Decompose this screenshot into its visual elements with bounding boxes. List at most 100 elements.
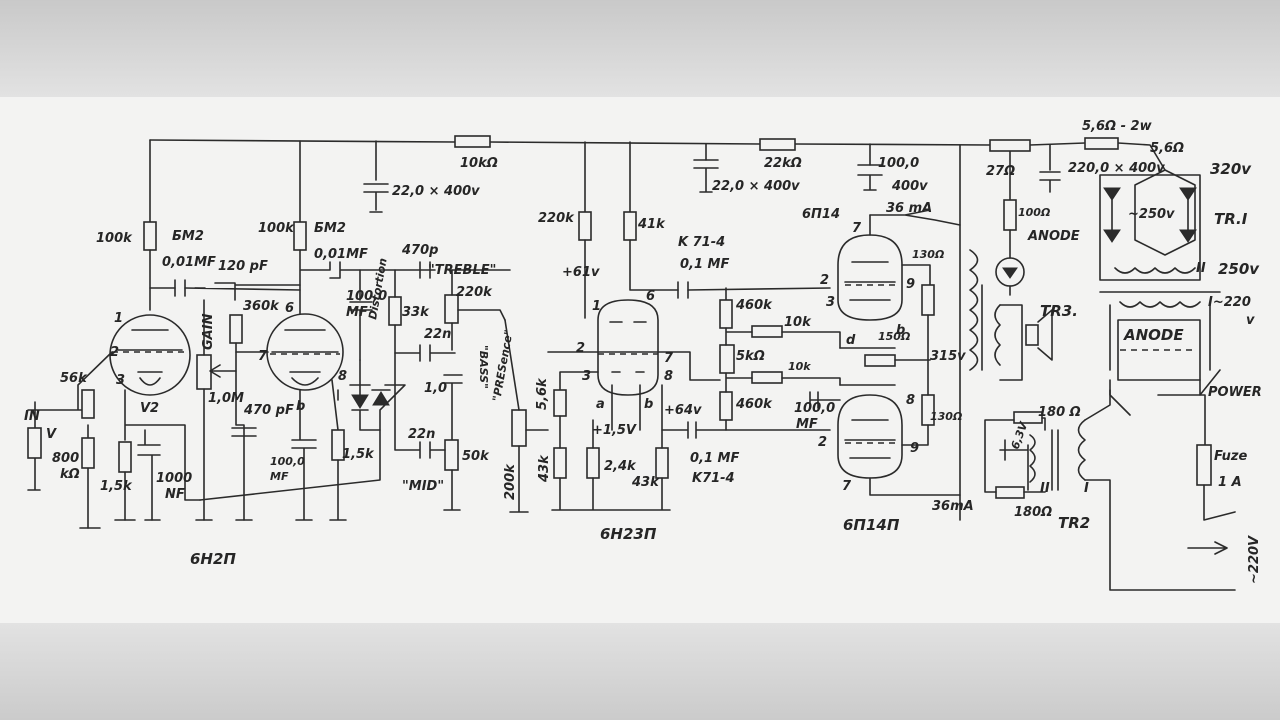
label-c-100-400: 100,0 — [878, 156, 919, 171]
resistor-10k-b — [751, 371, 783, 384]
resistor-22k — [759, 138, 796, 151]
label-in-v: V — [46, 427, 57, 442]
label-tr2-ii: II — [1040, 481, 1050, 496]
label-mid: "MID" — [402, 479, 444, 494]
label-r-56-2w: 5,6Ω - 2w — [1082, 119, 1153, 134]
label-pin8-b: 8 — [338, 369, 347, 384]
label-pin1-a: 1 — [114, 311, 123, 326]
label-pin2-d: 2 — [820, 273, 829, 288]
pot-5k — [719, 344, 735, 374]
label-v-61: +61v — [562, 265, 600, 280]
label-kohm: kΩ — [60, 467, 80, 482]
resistor-100k-a — [143, 221, 157, 251]
input-jack — [27, 427, 42, 459]
resistor-33k — [388, 296, 402, 326]
label-c-120pf: 120 pF — [218, 259, 268, 274]
gain-pot — [196, 354, 212, 390]
fuse-1a — [1196, 444, 1212, 486]
resistor-10k-a — [751, 325, 783, 338]
label-r-50k: 50k — [462, 449, 490, 464]
label-b-a: b — [896, 323, 905, 338]
label-r-220k-tr: 220k — [456, 285, 493, 300]
label-r-56: 5,6Ω — [1150, 141, 1184, 156]
label-pin3-c: 3 — [582, 369, 591, 384]
filter-cap-a — [363, 183, 389, 213]
label-fuze-a: 1 A — [1218, 475, 1242, 490]
label-tr1: TR.I — [1214, 210, 1248, 228]
label-r-15k-b: 1,5k — [342, 447, 375, 462]
resistor-27 — [989, 139, 1031, 152]
label-power: POWER — [1208, 385, 1262, 400]
label-r-43k-a: 43k — [537, 454, 552, 483]
label-c-100-outmf: MF — [796, 417, 818, 432]
tube-6p14p-top — [837, 234, 903, 321]
label-pin3-d: 3 — [826, 295, 835, 310]
label-r-27: 27Ω — [986, 164, 1015, 179]
speaker-body — [1025, 324, 1039, 346]
label-r-56k: 56k — [60, 371, 88, 386]
tube-6n23p — [597, 299, 659, 396]
label-tube-a: 6Н2П — [190, 550, 236, 568]
label-pin1-c: 1 — [592, 299, 601, 314]
label-p6p14: 6П14 — [802, 207, 840, 222]
label-r-10k: 10kΩ — [460, 156, 498, 171]
label-tube-c: 6П14П — [843, 516, 900, 534]
label-pin8-d: 8 — [906, 393, 915, 408]
label-c-100-out: 100,0 — [794, 401, 835, 416]
label-c-001-a: 0,01MF — [162, 255, 216, 270]
label-r-460k-a: 460k — [735, 298, 773, 313]
label-r-100k-a: 100k — [96, 231, 133, 246]
label-k71-b: K71-4 — [692, 471, 735, 486]
label-tr1-ii: II — [1196, 261, 1206, 276]
presence-pot — [511, 409, 527, 447]
label-pin2-e: 2 — [818, 435, 827, 450]
label-mf-a: MF — [270, 470, 289, 483]
label-tr2-i: I — [1084, 481, 1089, 496]
label-d-a: d — [846, 333, 856, 348]
label-pin7-c: 7 — [664, 351, 674, 366]
label-k71-a: K 71-4 — [678, 235, 725, 250]
label-v-250b: 250v — [1218, 260, 1260, 278]
filter-cap-b — [693, 159, 719, 193]
resistor-100k-b — [293, 221, 307, 251]
label-r-1m: 1,0M — [208, 391, 244, 406]
resistor-10k — [454, 135, 491, 148]
label-ma-36-b: 36mA — [932, 499, 974, 514]
tube-rail-drop — [149, 139, 1011, 521]
bottom-background — [0, 623, 1280, 720]
label-r-22k: 22kΩ — [764, 156, 802, 171]
label-pin3-a: 3 — [116, 373, 125, 388]
label-r-5k: 5kΩ — [736, 349, 765, 364]
label-pin7-e: 7 — [842, 479, 852, 494]
resistor-5.6k — [553, 389, 567, 417]
label-c-22-400-a: 22,0 × 400v — [392, 184, 480, 199]
label-r-180-a: 180 Ω — [1038, 405, 1081, 420]
label-c-100-400-v: 400v — [891, 179, 928, 194]
label-r-100ohm: 100Ω — [1018, 206, 1050, 219]
label-r-130-b: 130Ω — [930, 410, 962, 423]
resistor-1.5k-a — [118, 441, 132, 473]
mid-pot — [444, 439, 459, 471]
label-pin7-d: 7 — [852, 221, 862, 236]
label-anode-switch: ANODE — [1123, 326, 1184, 344]
resistor-360k — [229, 314, 243, 344]
label-pin2-c: 2 — [576, 341, 585, 356]
label-c-470p: 470p — [401, 243, 438, 258]
resistor-220k-c — [578, 211, 592, 241]
label-v-64: +64v — [664, 403, 702, 418]
label-tr1-v: v — [1246, 313, 1255, 328]
label-fuze: Fuze — [1214, 449, 1247, 464]
label-c-100-dist: 100,0 — [346, 289, 387, 304]
label-v-320: 320v — [1210, 160, 1252, 178]
label-bm2-b: БМ2 — [314, 221, 346, 236]
filter-cap-c — [857, 164, 883, 191]
label-r-41k: 41k — [637, 217, 666, 232]
label-c-10: 1,0 — [424, 381, 447, 396]
b-plus-rail — [149, 139, 1166, 171]
resistor-150 — [864, 354, 896, 367]
label-r-33k: 33k — [402, 305, 430, 320]
resistor-460k-b — [719, 391, 733, 421]
resistor-5.6-2w — [1084, 137, 1119, 150]
labels: 10kΩ 22kΩ 27Ω 5,6Ω - 2w 5,6Ω 320v 22,0 ×… — [24, 119, 1262, 584]
label-c-01-a: 0,1 MF — [680, 257, 729, 272]
